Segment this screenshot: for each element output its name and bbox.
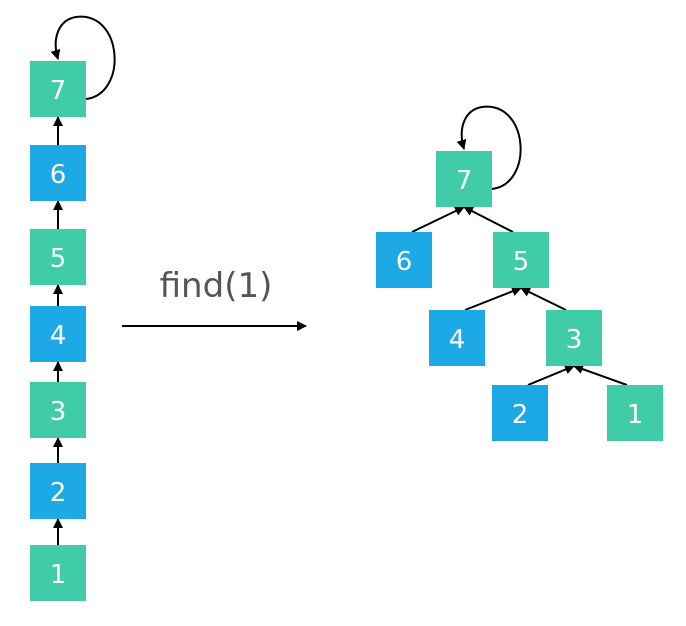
before-node-2: 2 — [30, 463, 86, 519]
before-node-label-6: 6 — [50, 160, 67, 190]
before-node-5: 5 — [30, 229, 86, 285]
after-node-3: 3 — [546, 310, 602, 366]
before-node-label-1: 1 — [50, 560, 67, 590]
after-node-7: 7 — [436, 151, 492, 207]
after-edge-1-to-3 — [573, 364, 628, 386]
after-self-loop-7 — [456, 105, 522, 190]
after-edge-4-to-5 — [464, 286, 522, 311]
after-edge-6-to-7 — [411, 206, 465, 233]
before-node-7: 7 — [30, 61, 86, 117]
find-operation-label: find(1) — [160, 266, 273, 306]
before-node-label-2: 2 — [50, 478, 67, 508]
before-node-box-6 — [30, 145, 86, 201]
before-node-label-7: 7 — [50, 76, 67, 106]
find-operation: find(1) — [122, 266, 307, 331]
after-node-label-2: 2 — [512, 400, 529, 430]
after-node-4: 4 — [429, 310, 485, 366]
before-node-box-5 — [30, 229, 86, 285]
before-node-4: 4 — [30, 306, 86, 362]
after-node-box-5 — [493, 232, 549, 288]
before-node-6: 6 — [30, 145, 86, 201]
before-node-label-5: 5 — [50, 244, 67, 274]
before-node-box-3 — [30, 382, 86, 438]
edges-layer — [50, 15, 628, 545]
after-node-1: 1 — [607, 385, 663, 441]
after-edge-2-to-3 — [527, 364, 575, 386]
after-node-label-3: 3 — [566, 325, 583, 355]
after-node-box-7 — [436, 151, 492, 207]
after-node-2: 2 — [492, 385, 548, 441]
after-node-box-4 — [429, 310, 485, 366]
after-node-5: 5 — [493, 232, 549, 288]
before-node-3: 3 — [30, 382, 86, 438]
before-node-box-2 — [30, 463, 86, 519]
after-node-box-1 — [607, 385, 663, 441]
before-node-box-1 — [30, 545, 86, 601]
after-node-box-2 — [492, 385, 548, 441]
nodes-layer: 7 6 5 4 3 2 1 7 6 5 4 3 2 1 — [30, 61, 663, 601]
after-node-label-4: 4 — [449, 325, 466, 355]
before-node-label-3: 3 — [50, 397, 67, 427]
after-node-label-6: 6 — [396, 247, 413, 277]
after-node-box-6 — [376, 232, 432, 288]
before-node-box-7 — [30, 61, 86, 117]
after-node-label-1: 1 — [627, 400, 644, 430]
after-node-label-7: 7 — [456, 166, 473, 196]
after-node-6: 6 — [376, 232, 432, 288]
after-node-label-5: 5 — [513, 247, 530, 277]
after-node-box-3 — [546, 310, 602, 366]
before-node-box-4 — [30, 306, 86, 362]
after-edge-3-to-5 — [520, 287, 567, 311]
before-node-label-4: 4 — [50, 321, 67, 351]
after-edge-5-to-7 — [463, 206, 514, 233]
before-node-1: 1 — [30, 545, 86, 601]
before-self-loop-7 — [50, 15, 116, 100]
